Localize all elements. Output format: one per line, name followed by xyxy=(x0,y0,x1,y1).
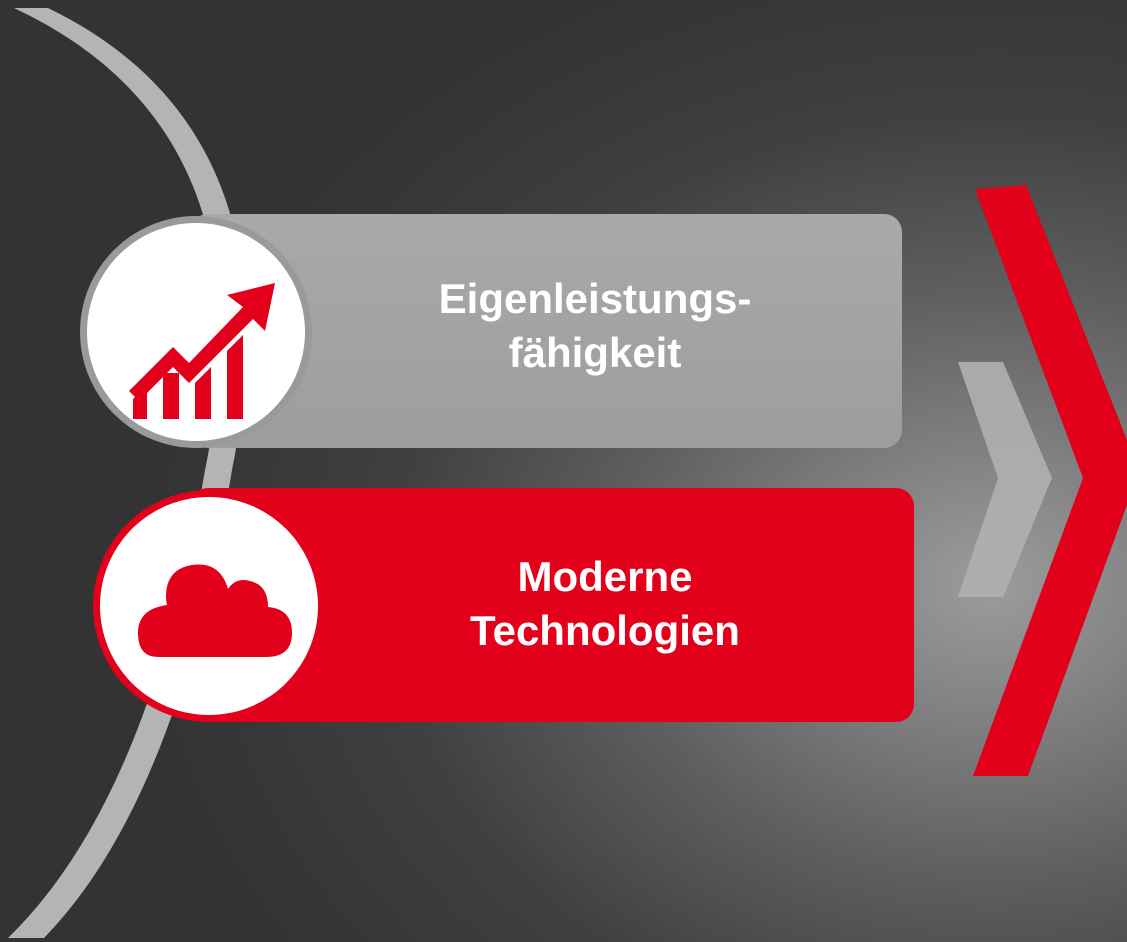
step-box-technologien: Moderne Technologien xyxy=(190,488,914,722)
icon-circle-eigenleistung xyxy=(80,216,312,448)
step-label-line2: Technologien xyxy=(470,607,740,654)
growth-chart-icon xyxy=(129,283,275,419)
cloud-icon xyxy=(138,564,292,657)
step-label-technologien: Moderne Technologien xyxy=(395,550,815,658)
step-label-line1: Eigenleistungs- xyxy=(438,275,752,322)
step-box-eigenleistung: Eigenleistungs- fähigkeit xyxy=(190,214,902,448)
step-label-line1: Moderne xyxy=(517,553,693,600)
step-label-eigenleistung: Eigenleistungs- fähigkeit xyxy=(385,272,805,380)
step-label-line2: fähigkeit xyxy=(508,329,682,376)
icon-circle-technologien xyxy=(93,490,325,722)
